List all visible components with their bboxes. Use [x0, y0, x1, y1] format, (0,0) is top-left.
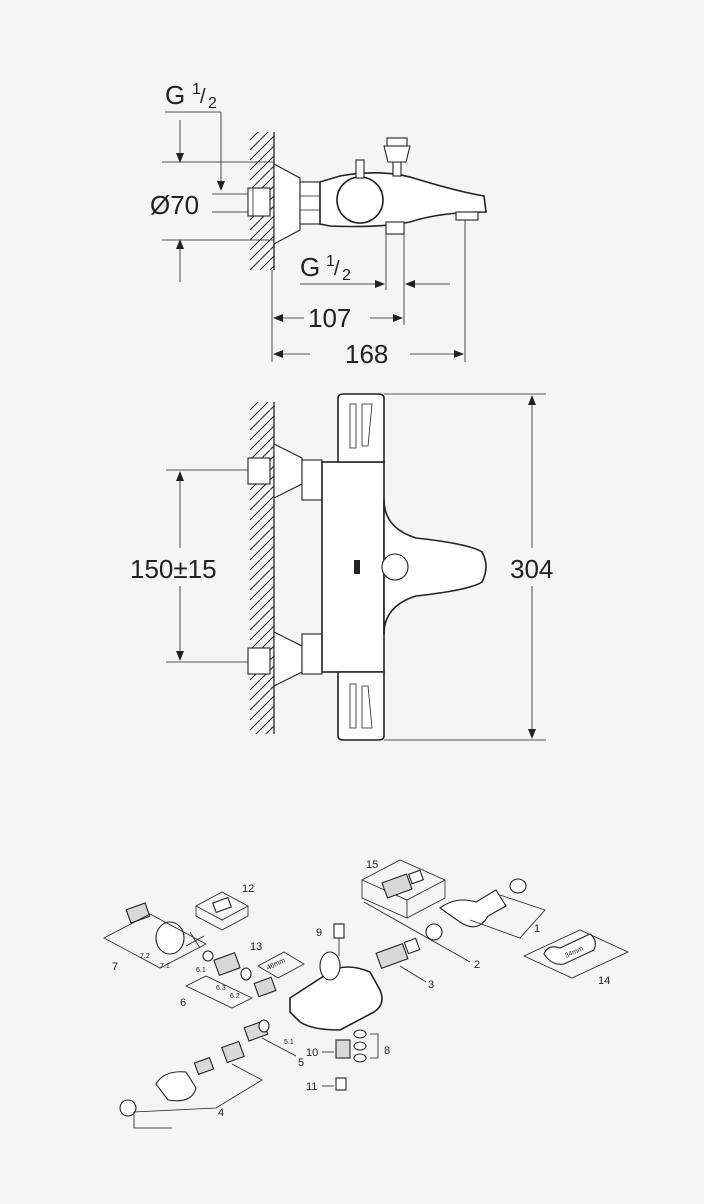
thread-outlet-g: G — [300, 252, 320, 282]
exploded-view: 15 1 2 34mm 14 3 9 12 46mm 13 — [103, 859, 629, 1129]
label-15: 15 — [366, 859, 378, 871]
label-7: 7 — [112, 961, 118, 973]
handle-1 — [439, 889, 507, 928]
spout — [383, 499, 487, 635]
label-7-2: 7.2 — [140, 953, 150, 960]
thread-top-g: G — [165, 80, 185, 110]
dim-height: 304 — [510, 554, 553, 584]
top-view: G 1 / 2 Ø70 G 1 / 2 107 168 — [150, 80, 487, 369]
thread-outlet-num: 1 — [326, 253, 335, 270]
label-6-3: 6.3 — [216, 985, 226, 992]
label-11: 11 — [306, 1081, 317, 1093]
temperature-handle — [337, 393, 385, 463]
diverter-knob — [336, 176, 384, 224]
mixer-body-front — [321, 461, 385, 673]
front-view: 150±15 304 — [130, 393, 553, 741]
svg-text:/: / — [334, 258, 340, 280]
label-1: 1 — [534, 923, 540, 935]
label-6-1: 6.1 — [196, 967, 206, 974]
wall-hatch-front — [250, 402, 274, 734]
handle-4 — [155, 1071, 197, 1102]
part-10 — [335, 1039, 351, 1059]
tool-14 — [543, 933, 596, 965]
label-5: 5 — [298, 1057, 304, 1069]
label-7-1: 7.1 — [160, 963, 170, 970]
label-8: 8 — [384, 1045, 390, 1057]
label-5-1: 5.1 — [284, 1039, 294, 1046]
dim-168: 168 — [345, 339, 388, 369]
tool-13-size: 46mm — [266, 957, 287, 972]
thread-outlet-den: 2 — [342, 267, 351, 284]
rosette-7 — [155, 921, 185, 955]
exploded-body — [289, 966, 383, 1031]
flow-handle — [337, 671, 385, 741]
union-6 — [213, 952, 241, 976]
dim-center-distance: 150±15 — [130, 554, 217, 584]
label-4: 4 — [218, 1107, 224, 1119]
label-13: 13 — [250, 941, 262, 953]
thread-top-den: 2 — [208, 95, 217, 112]
label-2: 2 — [474, 959, 480, 971]
label-9: 9 — [316, 927, 322, 939]
rosette — [273, 163, 301, 245]
ring-2 — [425, 923, 443, 941]
cartridge-3 — [375, 942, 409, 970]
part-9 — [333, 923, 345, 939]
label-6-2: 6.2 — [230, 993, 240, 1000]
part-11 — [335, 1077, 347, 1091]
thread-top-num: 1 — [192, 81, 201, 98]
svg-text:/: / — [200, 86, 206, 108]
nipple-7 — [125, 902, 151, 924]
label-12: 12 — [242, 883, 254, 895]
label-6: 6 — [180, 997, 186, 1009]
dim-107: 107 — [308, 303, 351, 333]
label-14: 14 — [598, 975, 610, 987]
cartridge-15 — [381, 869, 425, 899]
rosette-4 — [221, 1040, 245, 1064]
label-10: 10 — [306, 1047, 318, 1059]
diameter-label: Ø70 — [150, 190, 199, 220]
label-3: 3 — [428, 979, 434, 991]
